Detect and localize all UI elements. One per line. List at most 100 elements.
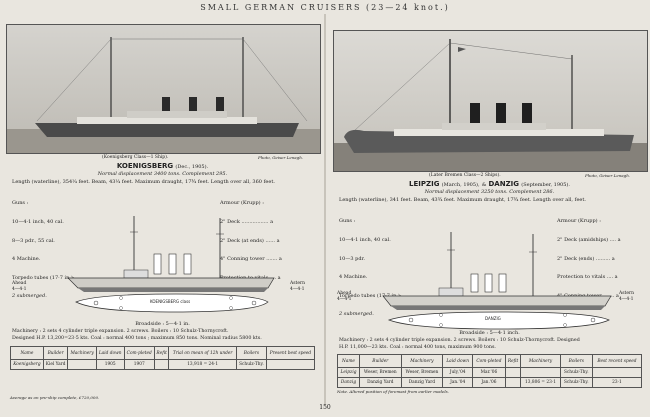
displacement-line: Normal displacement 3250 tons. Complemen… — [424, 189, 555, 195]
table-cell: Kiel Yard — [42, 359, 69, 370]
table-row: Leipzig Weser, Bremen Weser, Bremen July… — [337, 367, 643, 378]
armour-line: Armour (Krupp) : — [220, 200, 264, 207]
footnote: Average as on pre-ship complete, £720,00… — [10, 395, 100, 400]
broadside-line: Broadside : 5—4·1 inch. — [459, 330, 520, 336]
photo-credit: Photo, Geiser Lenagh. — [258, 155, 304, 160]
table-header-cell: Present best speed — [265, 346, 316, 360]
guns-line: 8—3 pdr., 55 cal. — [12, 237, 55, 244]
table-cell: Danzig Yard — [400, 377, 444, 388]
astern-value: 4—4·1 — [619, 297, 634, 302]
table-header-cell: Refit — [153, 346, 170, 360]
armour-line: 2" Deck (ends) ......... a — [557, 255, 615, 262]
guns-line: Guns : — [12, 200, 29, 207]
table-header-cell: Name — [337, 354, 360, 368]
dimensions-line: Length (waterline), 354¼ feet. Beam, 43¼… — [12, 179, 275, 185]
machinery-line: H.P. 11,000—23 kts. Coal : normal 400 to… — [339, 345, 496, 350]
table-cell: 1907 — [123, 359, 155, 370]
table-cell: Jan.'06 — [472, 377, 506, 388]
guns-line: 4 Machine. — [339, 274, 368, 281]
table-header-cell: Machinery — [400, 354, 444, 368]
table-row: Koenigsberg Kiel Yard 1905 1907 13,918 =… — [10, 359, 316, 370]
table-row: Danzig Danzig Yard Danzig Yard Jan.'04 J… — [337, 377, 643, 388]
guns-block: Guns : 10—4·1 inch, 40 cal. 8—3 pdr., 55… — [12, 188, 75, 312]
table-cell: Schulz-Thy. — [559, 367, 593, 378]
ahead-value: 4—4·1 — [337, 297, 352, 302]
plan-label: DANZIG — [485, 316, 501, 321]
armour-line: 2" Deck (at ends) ...... a — [220, 237, 280, 244]
right-page: (Later Bremen Class—2 Ships). Photo, Gei… — [333, 16, 648, 404]
ahead-label: Ahead — [337, 291, 352, 296]
photo-caption: (Later Bremen Class—2 Ships). — [429, 173, 501, 178]
table-cell: 13,918 = 24·1 — [168, 359, 237, 370]
guns-line: 10—4·1 inch, 40 cal. — [12, 219, 64, 226]
guns-line: Guns : — [339, 218, 356, 225]
armour-line: 2" Deck (amidships) .... a — [557, 237, 621, 244]
table-header-cell: Builder — [42, 346, 69, 360]
koenigsberg-data-table: Name Builder Machinery Laid down Com-ple… — [10, 346, 316, 370]
ship-name: KOENIGSBERG — [116, 162, 174, 170]
table-cell: 23·1 — [591, 377, 643, 388]
table-cell — [504, 367, 522, 378]
table-header-cell: Machinery — [520, 354, 561, 368]
table-header-row: Name Builder Machinery Laid down Com-ple… — [337, 354, 643, 368]
table-header-row: Name Builder Machinery Laid down Com-ple… — [10, 346, 316, 360]
guns-line: 10—4·1 inch, 40 cal. — [339, 237, 391, 244]
table-cell: Weser, Bremen — [400, 367, 444, 378]
ship-title-line: LEIPZIG (March, 1905), & DANZIG (Septemb… — [333, 181, 646, 188]
table-cell: Mar.'06 — [472, 367, 506, 378]
table-cell: Weser, Bremen — [358, 367, 402, 378]
leipzig-danzig-data-table: Name Builder Machinery Laid down Com-ple… — [337, 354, 643, 388]
displacement-line: Normal displacement 3400 tons. Complemen… — [97, 171, 228, 177]
table-header-cell: Refit — [504, 354, 522, 368]
table-cell: Danzig Yard — [358, 377, 402, 388]
astern-label: Astern — [290, 281, 306, 286]
table-header-cell: Com-pleted — [123, 346, 155, 360]
table-cell: Jan.'04 — [442, 377, 474, 388]
ship-date: (Dec., 1905). — [175, 164, 209, 170]
table-header-cell: Machinery — [67, 346, 97, 360]
table-header-cell: Com-pleted — [472, 354, 506, 368]
astern-value: 4—4·1 — [290, 287, 305, 292]
table-header-cell: Trial on mean of 12h under — [168, 346, 237, 360]
table-cell — [67, 359, 97, 370]
machinery-line: Machinery : 2 sets 4 cylinder triple exp… — [339, 338, 580, 343]
ahead-value: 4—4·1 — [12, 287, 27, 292]
ship-name: LEIPZIG — [409, 180, 440, 188]
table-header-cell: Laid down — [95, 346, 125, 360]
table-cell: Schulz-Thy. — [559, 377, 593, 388]
page-number: 150 — [319, 404, 331, 411]
page-header: SMALL GERMAN CRUISERS (23—24 knot.) — [200, 3, 450, 12]
table-cell: 1905 — [95, 359, 125, 370]
astern-label: Astern — [619, 291, 635, 296]
guns-line: 10—3 pdr. — [339, 255, 365, 262]
armour-line: Armour (Krupp) : — [557, 218, 601, 225]
machinery-line: Machinery : 2 sets 4 cylinder triple exp… — [12, 329, 229, 334]
table-header-cell: Builder — [358, 354, 402, 368]
table-cell: Leipzig — [337, 367, 360, 378]
guns-line: 4 Machine. — [12, 256, 41, 263]
table-header-cell: Name — [10, 346, 44, 360]
ship-and: & — [481, 182, 487, 188]
ship-title-line: KOENIGSBERG (Dec., 1905). — [6, 163, 319, 170]
table-cell: Koenigsberg — [10, 359, 44, 370]
armour-line: Protection to vitals .... a — [557, 274, 618, 281]
table-cell — [265, 359, 316, 370]
table-header-cell: Boilers — [235, 346, 267, 360]
footnote: Note. Altered position of foremast from … — [337, 389, 449, 394]
table-cell — [520, 367, 561, 378]
koenigsberg-profile-and-plan-drawing — [6, 212, 319, 320]
table-cell: 13,806 = 23·1 — [520, 377, 561, 388]
ship-date: (March, 1905), — [441, 182, 480, 188]
leipzig-photograph — [333, 30, 648, 172]
guns-line: 2 submerged. — [339, 311, 374, 318]
ahead-label: Ahead — [12, 281, 27, 286]
table-header-cell: Boilers — [559, 354, 593, 368]
photo-caption: (Koenigsberg Class—1 Ship). — [102, 155, 169, 160]
koenigsberg-photograph — [6, 24, 321, 154]
book-gutter — [324, 14, 326, 406]
table-cell: Danzig — [337, 377, 360, 388]
ship-name-2: DANZIG — [488, 180, 520, 188]
dimensions-line: Length (waterline), 341 feet. Beam, 43¾ … — [339, 197, 586, 203]
ship-date-2: (September, 1905). — [521, 182, 570, 188]
plan-label: KOENIGSBERG class — [150, 299, 191, 304]
